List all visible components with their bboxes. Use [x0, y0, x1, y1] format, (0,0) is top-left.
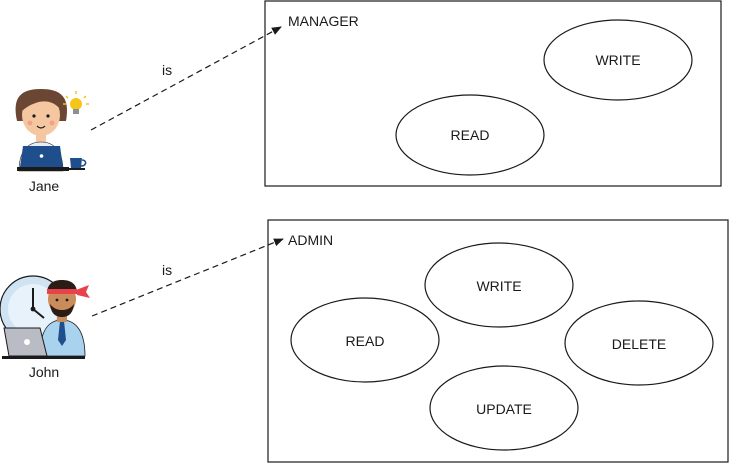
john-is-arrow — [91, 238, 284, 317]
manager-write-label: WRITE — [595, 52, 640, 68]
john-name-label: John — [29, 364, 59, 380]
admin-delete-ellipse — [564, 300, 714, 386]
admin-write-ellipse — [424, 242, 574, 328]
john-avatar-icon — [0, 275, 90, 359]
lightbulb-icon — [63, 91, 89, 114]
admin-write-label: WRITE — [476, 278, 521, 294]
admin-role-title: ADMIN — [288, 232, 333, 248]
manager-role-title: MANAGER — [288, 13, 359, 29]
admin-update-label: UPDATE — [476, 401, 532, 417]
jane-manager-connector: is — [90, 26, 282, 131]
jane-is-label: is — [162, 62, 172, 78]
john-is-label: is — [162, 262, 172, 278]
manager-read-label: READ — [451, 127, 490, 143]
manager-write-ellipse — [543, 19, 693, 101]
admin-delete-label: DELETE — [612, 336, 666, 352]
manager-read-ellipse — [395, 94, 545, 176]
jane-is-arrow — [90, 26, 282, 131]
admin-update-ellipse — [429, 365, 579, 451]
admin-read-label: READ — [346, 333, 385, 349]
admin-read-ellipse — [290, 297, 440, 383]
john-admin-connector: is — [91, 238, 284, 317]
jane-avatar-icon — [15, 89, 89, 172]
jane-name-label: Jane — [29, 178, 60, 194]
manager-role-box: MANAGER WRITE READ — [264, 0, 722, 187]
admin-role-box: ADMIN WRITE READ DELETE UPDATE — [267, 219, 729, 463]
